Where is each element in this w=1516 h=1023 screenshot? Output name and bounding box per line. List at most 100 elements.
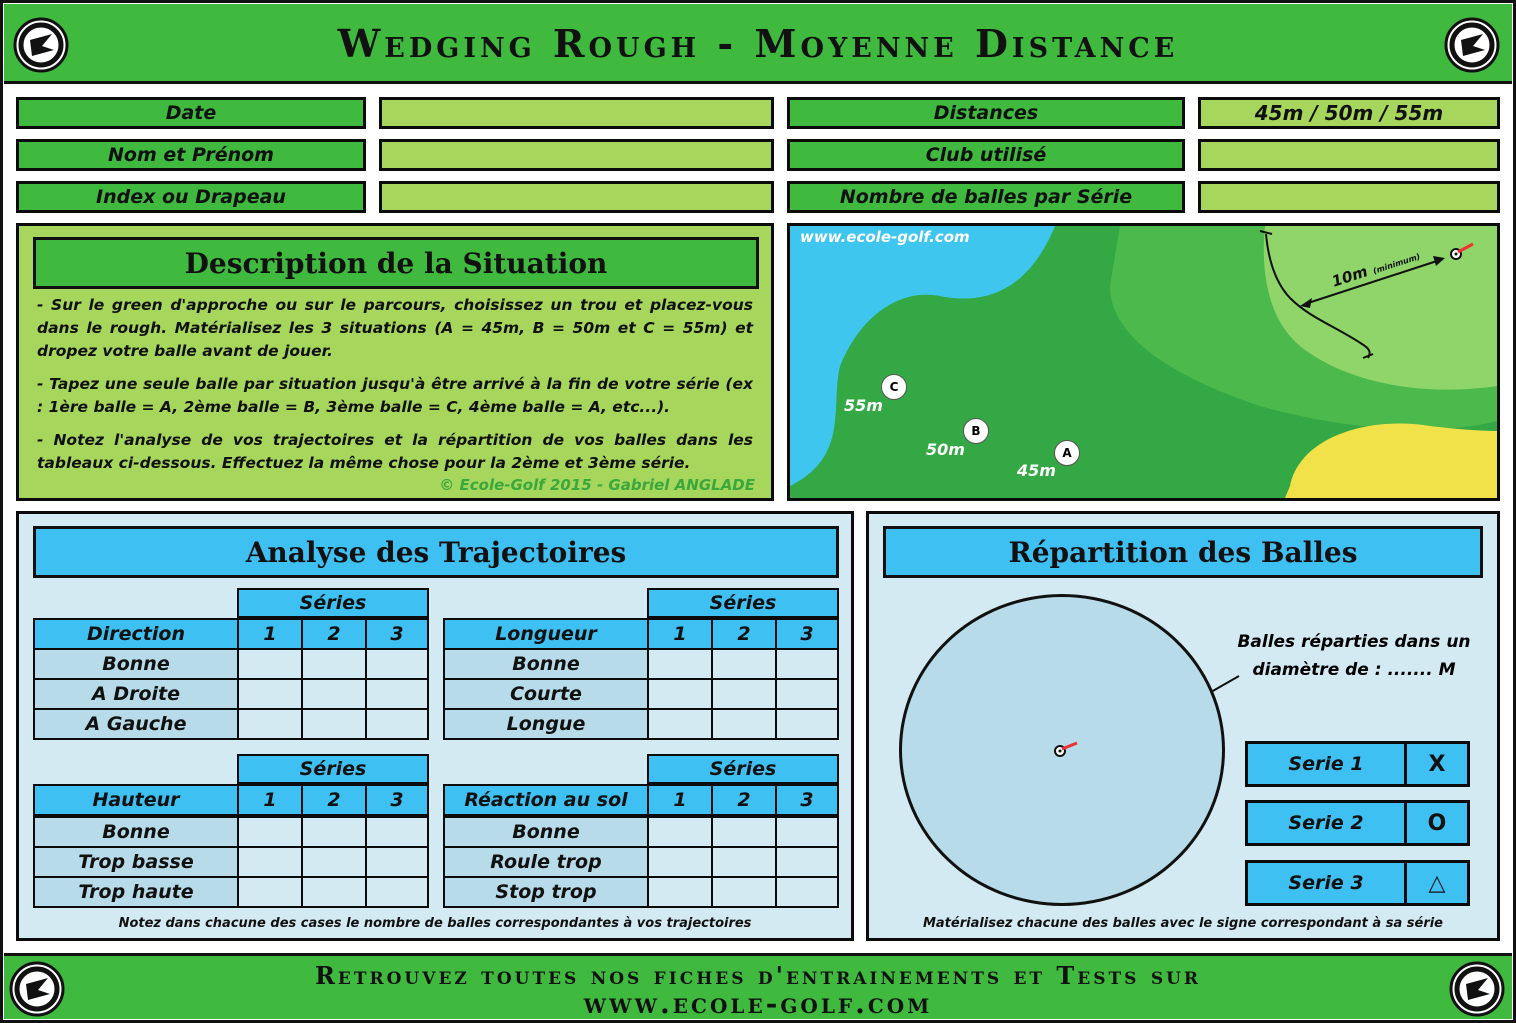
row-label: Bonne xyxy=(443,816,649,848)
series-2-label: Serie 2 xyxy=(1245,800,1407,846)
col-header: 1 xyxy=(647,618,713,650)
col-header: 3 xyxy=(365,784,429,816)
score-cell[interactable] xyxy=(647,678,713,710)
series-2-symbol: O xyxy=(1404,800,1470,846)
distances-label: Distances xyxy=(787,97,1185,129)
flag-icon xyxy=(1054,741,1078,757)
score-cell[interactable] xyxy=(775,648,839,680)
col-header: 3 xyxy=(775,784,839,816)
score-cell[interactable] xyxy=(775,708,839,740)
logo-icon xyxy=(1449,961,1505,1017)
club-field[interactable] xyxy=(1198,139,1500,171)
index-field[interactable] xyxy=(379,181,774,213)
logo-icon xyxy=(9,961,65,1017)
score-cell[interactable] xyxy=(647,648,713,680)
row-label: Trop basse xyxy=(33,846,239,878)
row-label: Courte xyxy=(443,678,649,710)
series-header: Séries xyxy=(237,588,429,618)
balls-field[interactable] xyxy=(1198,181,1500,213)
series-header: Séries xyxy=(647,754,839,784)
score-cell[interactable] xyxy=(775,816,839,848)
score-cell[interactable] xyxy=(711,708,777,740)
map-url: www.ecole-golf.com xyxy=(800,228,970,246)
description-title: Description de la Situation xyxy=(33,237,759,289)
name-field[interactable] xyxy=(379,139,774,171)
course-map-drawing xyxy=(790,226,1497,498)
row-label: Bonne xyxy=(33,816,239,848)
score-cell[interactable] xyxy=(301,876,367,908)
row-label: A Droite xyxy=(33,678,239,710)
date-label: Date xyxy=(16,97,366,129)
score-cell[interactable] xyxy=(237,678,303,710)
score-cell[interactable] xyxy=(237,648,303,680)
score-cell[interactable] xyxy=(365,846,429,878)
col-header: 1 xyxy=(237,784,303,816)
diameter-text: Balles réparties dans un xyxy=(1237,632,1471,652)
score-cell[interactable] xyxy=(775,876,839,908)
footer-link[interactable]: www.ecole-golf.com xyxy=(583,986,933,1020)
copyright: © Ecole-Golf 2015 - Gabriel ANGLADE xyxy=(439,476,755,494)
analysis-panel: Analyse des Trajectoires Séries Directio… xyxy=(16,511,854,941)
hauteur-header: Hauteur xyxy=(33,784,239,816)
score-cell[interactable] xyxy=(301,678,367,710)
score-cell[interactable] xyxy=(365,678,429,710)
row-label: Stop trop xyxy=(443,876,649,908)
repartition-title: Répartition des Balles xyxy=(883,526,1483,578)
score-cell[interactable] xyxy=(775,846,839,878)
distance-a: 45m xyxy=(1017,461,1056,480)
longueur-header: Longueur xyxy=(443,618,649,650)
score-cell[interactable] xyxy=(647,816,713,848)
score-cell[interactable] xyxy=(711,678,777,710)
date-field[interactable] xyxy=(379,97,774,129)
repartition-note: Matérialisez chacune des balles avec le … xyxy=(922,916,1444,931)
course-map: www.ecole-golf.com 10m (minimum) C B A 5… xyxy=(787,223,1500,501)
score-cell[interactable] xyxy=(647,876,713,908)
score-cell[interactable] xyxy=(647,708,713,740)
series-3-symbol: △ xyxy=(1404,860,1470,906)
name-label: Nom et Prénom xyxy=(16,139,366,171)
score-cell[interactable] xyxy=(711,846,777,878)
page-title: Wedging Rough - Moyenne Distance xyxy=(337,20,1179,66)
score-cell[interactable] xyxy=(237,708,303,740)
distance-b: 50m xyxy=(926,440,965,459)
score-cell[interactable] xyxy=(365,816,429,848)
score-cell[interactable] xyxy=(365,648,429,680)
balls-label: Nombre de balles par Série xyxy=(787,181,1185,213)
index-label: Index ou Drapeau xyxy=(16,181,366,213)
reaction-header: Réaction au sol xyxy=(443,784,649,816)
logo-icon xyxy=(1444,17,1500,73)
score-cell[interactable] xyxy=(301,708,367,740)
score-cell[interactable] xyxy=(647,846,713,878)
score-cell[interactable] xyxy=(711,816,777,848)
series-header: Séries xyxy=(237,754,429,784)
col-header: 1 xyxy=(237,618,303,650)
logo-icon xyxy=(13,17,69,73)
series-3-label: Serie 3 xyxy=(1245,860,1407,906)
description-paragraph: - Sur le green d'approche ou sur le parc… xyxy=(37,296,753,360)
row-label: Bonne xyxy=(33,648,239,680)
row-label: Trop haute xyxy=(33,876,239,908)
col-header: 3 xyxy=(775,618,839,650)
club-label: Club utilisé xyxy=(787,139,1185,171)
score-cell[interactable] xyxy=(301,846,367,878)
score-cell[interactable] xyxy=(237,846,303,878)
score-cell[interactable] xyxy=(775,678,839,710)
distances-value: 45m / 50m / 55m xyxy=(1198,97,1500,129)
score-cell[interactable] xyxy=(301,648,367,680)
series-1-label: Serie 1 xyxy=(1245,741,1407,787)
score-cell[interactable] xyxy=(237,816,303,848)
pointer-line xyxy=(1210,675,1240,693)
ball-b: B xyxy=(963,418,989,444)
row-label: Bonne xyxy=(443,648,649,680)
row-label: Roule trop xyxy=(443,846,649,878)
score-cell[interactable] xyxy=(365,708,429,740)
ball-c: C xyxy=(881,374,907,400)
row-label: A Gauche xyxy=(33,708,239,740)
ball-a: A xyxy=(1054,440,1080,466)
score-cell[interactable] xyxy=(711,876,777,908)
row-label: Longue xyxy=(443,708,649,740)
score-cell[interactable] xyxy=(237,876,303,908)
score-cell[interactable] xyxy=(365,876,429,908)
score-cell[interactable] xyxy=(711,648,777,680)
score-cell[interactable] xyxy=(301,816,367,848)
